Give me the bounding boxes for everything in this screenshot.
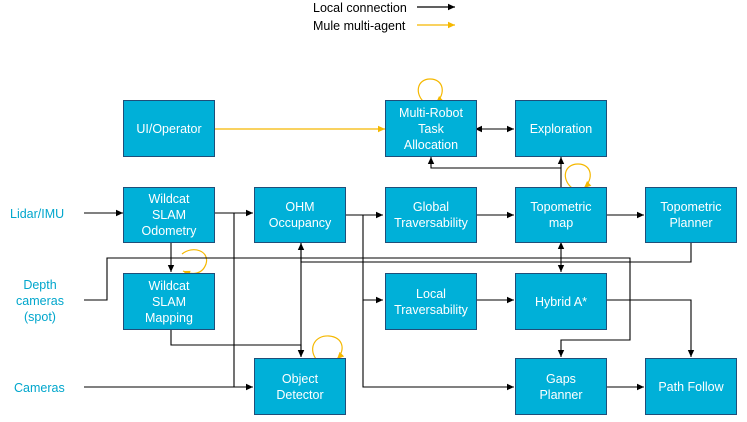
box-global-line-2: Traversability	[394, 216, 468, 230]
input-depth-line-2: cameras	[16, 294, 64, 308]
edge-depth-to-line	[84, 257, 631, 357]
edge-ohm-to-local-trav	[345, 214, 383, 304]
box-hybrid-line-1: Hybrid A*	[534, 294, 588, 309]
box-odom-line-2: SLAM	[151, 208, 187, 222]
edge-hybrid-to-path	[606, 299, 695, 357]
box-local-line-2: Traversability	[394, 302, 468, 317]
box-topomap-line-2: map	[548, 216, 574, 230]
input-depth-line-1: Depth	[23, 278, 57, 292]
self-loop-object-detector	[312, 335, 345, 360]
box-object-line-1: Object	[281, 371, 319, 386]
box-topomap-line-1: Topometric	[530, 200, 592, 214]
self-loop-slam-mapping	[181, 249, 208, 277]
box-mrta-line-3: Allocation	[403, 137, 459, 152]
box-mapping-line-2: SLAM	[151, 294, 187, 309]
box-gaps-line-2: Planner	[539, 387, 583, 402]
box-mapping-line-3: Mapping	[145, 310, 193, 325]
box-path-follow: Path Follow	[645, 358, 737, 415]
legend-local-label: Local connection	[313, 1, 407, 15]
edge-ohm-to-gaps	[362, 300, 514, 391]
edge-planner-back-line	[297, 243, 692, 263]
box-odom-line-1: Wildcat	[148, 192, 190, 206]
box-topometric-planner: Topometric Planner	[645, 187, 737, 243]
self-loop-mrta	[417, 78, 444, 104]
box-wildcat-slam-mapping: Wildcat SLAM Mapping	[123, 273, 215, 330]
box-path-line-1: Path Follow	[658, 379, 724, 394]
box-ohm-line-2: Occupancy	[268, 216, 332, 230]
box-hybrid-a-star: Hybrid A*	[515, 273, 607, 330]
legend-mule-label: Mule multi-agent	[313, 19, 406, 33]
input-lidar-imu: Lidar/IMU	[10, 207, 65, 221]
box-local-traversability: Local Traversability	[385, 273, 477, 330]
input-depth-cameras: Depth cameras (spot)	[14, 277, 66, 325]
box-gaps-line-1: Gaps	[546, 371, 576, 386]
self-loop-topomap	[564, 163, 592, 189]
box-ohm-occupancy: OHM Occupancy	[254, 187, 346, 243]
box-object-line-2: Detector	[276, 387, 324, 402]
box-exploration: Exploration	[515, 100, 607, 157]
box-topoplanner-line-1: Topometric	[660, 200, 722, 214]
input-depth-line-3: (spot)	[24, 310, 56, 324]
input-cameras: Cameras	[14, 381, 65, 395]
box-topometric-map: Topometric map	[515, 187, 607, 243]
box-ui-line-1: UI/Operator	[136, 121, 202, 136]
box-local-line-1: Local	[416, 286, 446, 301]
box-mapping-line-1: Wildcat	[148, 278, 190, 293]
edge-mapping-to-object	[170, 330, 305, 357]
box-wildcat-slam-odometry: Wildcat SLAM Odometry	[123, 187, 215, 243]
edge-topomap-to-mrta	[427, 157, 562, 187]
box-topoplanner-line-2: Planner	[669, 216, 713, 230]
box-mrta-line-2: Task	[418, 121, 444, 136]
box-multi-robot-task-allocation: Multi-Robot Task Allocation	[385, 100, 477, 157]
box-global-line-1: Global	[412, 200, 450, 214]
box-ui-operator: UI/Operator	[123, 100, 215, 157]
box-mrta-line-1: Multi-Robot	[399, 105, 463, 120]
box-odom-line-3: Odometry	[141, 224, 197, 238]
box-object-detector: Object Detector	[254, 358, 346, 415]
box-exploration-line-1: Exploration	[529, 121, 593, 136]
box-ohm-line-1: OHM	[285, 200, 315, 214]
box-gaps-planner: Gaps Planner	[515, 358, 607, 415]
box-global-traversability: Global Traversability	[385, 187, 477, 243]
